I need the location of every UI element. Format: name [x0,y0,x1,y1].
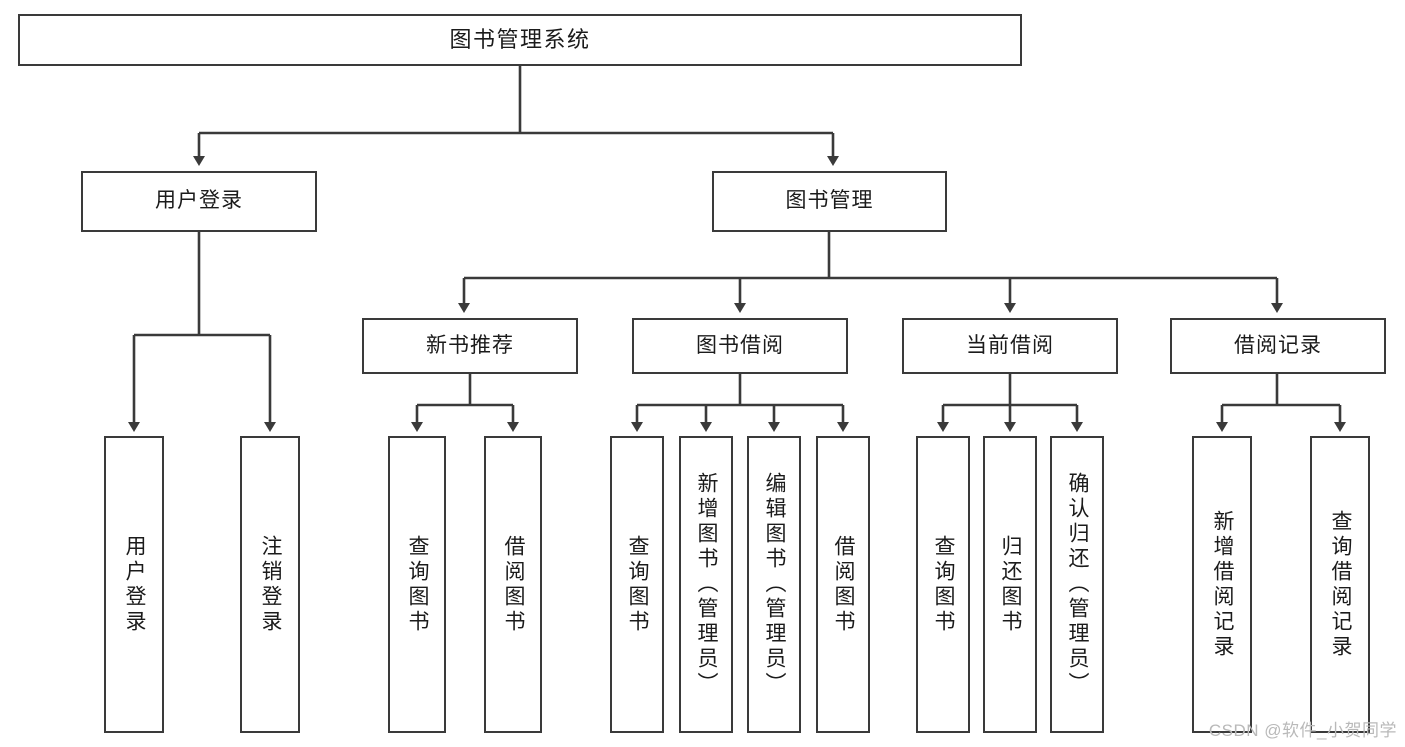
node-label: 借阅记录 [1234,333,1322,357]
leaf-borrow-record-query-record[interactable]: 查询借阅记录 [1310,436,1370,733]
node-label: 查询图书 [626,534,650,635]
node-label: 查询图书 [406,534,430,635]
node-label: 借阅图书 [502,534,526,635]
node-label: 归还图书 [999,534,1023,635]
node-book-management[interactable]: 图书管理 [712,171,947,232]
node-label: 当前借阅 [966,333,1054,357]
node-label: 注销登录 [259,534,283,635]
leaf-current-borrow-confirm-return-admin[interactable]: 确认归还（管理员） [1050,436,1104,733]
node-label: 用户登录 [123,534,147,635]
node-label: 图书借阅 [696,333,784,357]
node-label: 借阅图书 [832,534,856,635]
leaf-book-borrow-edit-book-admin[interactable]: 编辑图书（管理员） [747,436,801,733]
leaf-user-login-logout[interactable]: 注销登录 [240,436,300,733]
node-label: 新增图书（管理员） [695,472,719,697]
node-label: 新书推荐 [426,333,514,357]
node-book-borrow[interactable]: 图书借阅 [632,318,848,374]
leaf-current-borrow-return-book[interactable]: 归还图书 [983,436,1037,733]
leaf-user-login-login[interactable]: 用户登录 [104,436,164,733]
node-label: 编辑图书（管理员） [763,472,787,697]
node-label: 新增借阅记录 [1211,509,1235,660]
leaf-borrow-record-add-record[interactable]: 新增借阅记录 [1192,436,1252,733]
leaf-new-book-borrow-book[interactable]: 借阅图书 [484,436,542,733]
leaf-book-borrow-add-book-admin[interactable]: 新增图书（管理员） [679,436,733,733]
node-borrow-record[interactable]: 借阅记录 [1170,318,1386,374]
node-current-borrow[interactable]: 当前借阅 [902,318,1118,374]
node-label: 确认归还（管理员） [1066,472,1090,697]
leaf-book-borrow-borrow-book[interactable]: 借阅图书 [816,436,870,733]
node-root-library-management-system[interactable]: 图书管理系统 [18,14,1022,66]
node-new-book-recommend[interactable]: 新书推荐 [362,318,578,374]
leaf-new-book-query-book[interactable]: 查询图书 [388,436,446,733]
node-label: 查询图书 [932,534,956,635]
node-label: 查询借阅记录 [1329,509,1353,660]
node-label: 图书管理 [785,189,874,213]
csdn-watermark: CSDN @软件_小贺同学 [1208,721,1397,740]
node-label: 用户登录 [155,189,243,213]
node-label: 图书管理系统 [449,27,591,53]
node-user-login[interactable]: 用户登录 [81,171,317,232]
leaf-current-borrow-query-book[interactable]: 查询图书 [916,436,970,733]
leaf-book-borrow-query-book[interactable]: 查询图书 [610,436,664,733]
